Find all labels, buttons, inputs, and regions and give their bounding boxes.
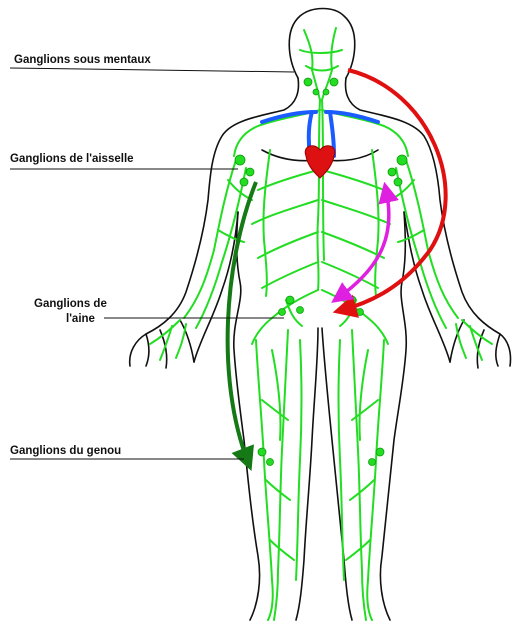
label-groin-nodes-line2: l'aine [66, 313, 95, 326]
red-arrow [342, 70, 446, 310]
label-groin-nodes-line1: Ganglions de [34, 298, 107, 311]
lymph-network [150, 28, 492, 620]
label-armpit-nodes: Ganglions de l'aisselle [10, 153, 134, 166]
leader-lines [10, 68, 294, 459]
label-chin-nodes: Ganglions sous mentaux [14, 54, 151, 67]
label-knee-nodes: Ganglions du genou [10, 445, 121, 458]
magenta-arrow [338, 190, 389, 298]
